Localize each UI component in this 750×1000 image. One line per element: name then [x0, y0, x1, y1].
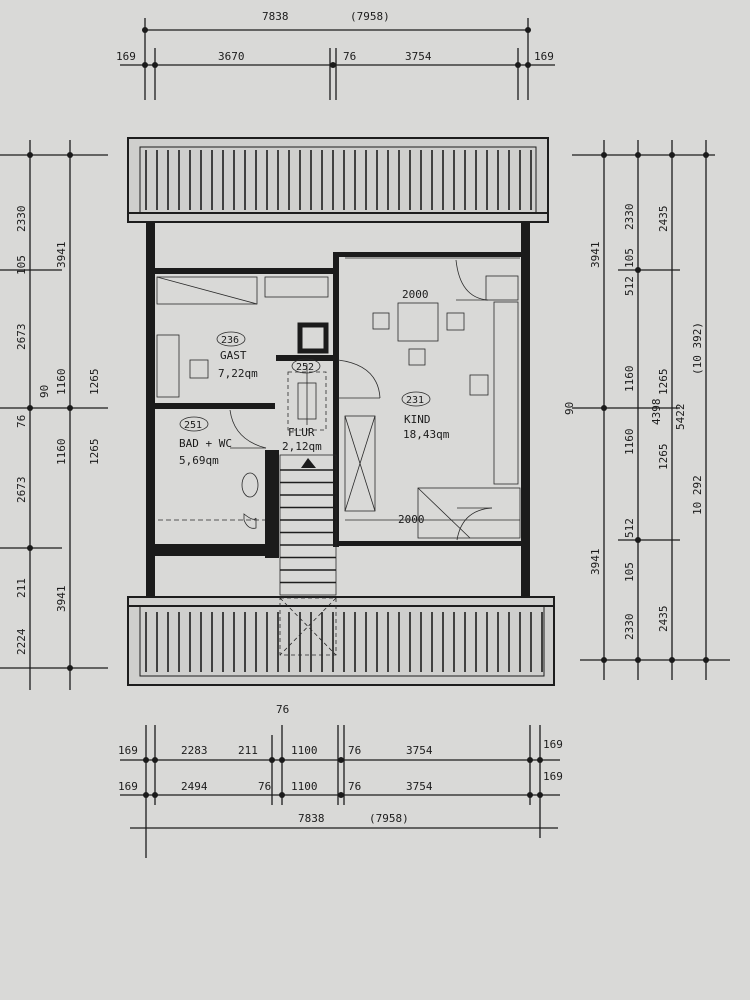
top-left-outer-dim: 169 — [116, 50, 136, 63]
left-dimension-chain: 2330 105 2673 90 76 2673 211 2224 3941 1… — [0, 140, 108, 690]
bottom-r1-right-outer-dim: 169 — [543, 738, 563, 751]
left-dim-c2: 1265 — [88, 439, 101, 466]
room-flur: 252 FLUR 2,12qm — [282, 358, 322, 453]
left-dim-a1: 2330 — [15, 206, 28, 233]
right-dim-b4: 1160 — [623, 366, 636, 393]
right-dim-b2: 105 — [623, 248, 636, 268]
bottom-r2-c-dim: 1100 — [291, 780, 318, 793]
room-kind-area: 18,43qm — [403, 428, 450, 441]
right-dim-e1: (10 392) — [691, 322, 704, 375]
right-dim-b7: 105 — [623, 562, 636, 582]
right-dim-a3: 3941 — [589, 549, 602, 576]
right-dimension-chain: 3941 90 3941 2330 105 512 1160 1160 512 … — [563, 140, 730, 680]
room-kind-name: KIND — [404, 413, 431, 426]
bottom-total-alt-dim: (7958) — [369, 812, 409, 825]
room-bad-name: BAD + WC — [179, 437, 232, 450]
bottom-r1-c-dim: 1100 — [291, 744, 318, 757]
bottom-r2-right-outer-dim: 169 — [543, 770, 563, 783]
right-dim-c2: 1265 — [657, 369, 670, 396]
right-dim-a1: 3941 — [589, 242, 602, 269]
room-flur-number: 252 — [296, 362, 314, 373]
right-dim-b3: 512 — [623, 276, 636, 296]
top-total-dim: 7838 — [262, 10, 289, 23]
bed-length-label-top: 2000 — [402, 288, 429, 301]
bottom-r2-e-dim: 3754 — [406, 780, 433, 793]
walls — [146, 222, 530, 598]
left-dim-a7: 211 — [15, 578, 28, 598]
left-dim-a2: 105 — [15, 255, 28, 275]
left-dim-c1: 1265 — [88, 369, 101, 396]
left-dim-a3: 2673 — [15, 324, 28, 351]
room-gast-number: 236 — [221, 335, 239, 346]
left-dim-b3: 1160 — [55, 439, 68, 466]
left-dim-b4: 3941 — [55, 586, 68, 613]
right-dim-c5: 2435 — [657, 606, 670, 633]
room-bad-number: 251 — [184, 420, 202, 431]
bottom-dimension-chain: 76 169 2283 211 1100 76 3754 169 169 249… — [118, 703, 563, 858]
bottom-r2-left-outer-dim: 169 — [118, 780, 138, 793]
top-dimension-chain: 7838 (7958) 169 3670 76 3754 169 — [116, 10, 555, 100]
bottom-r1-a-dim: 2283 — [181, 744, 208, 757]
right-dim-b6: 512 — [623, 518, 636, 538]
bottom-r2-a-dim: 2494 — [181, 780, 208, 793]
right-dim-d1: 5422 — [674, 404, 687, 431]
room-bad-area: 5,69qm — [179, 454, 219, 467]
bottom-r1-b-dim: 211 — [238, 744, 258, 757]
left-dim-b1: 3941 — [55, 242, 68, 269]
bottom-r2-d-dim: 76 — [348, 780, 361, 793]
right-dim-c3: 4398 — [650, 399, 663, 426]
room-gast: 236 GAST 7,22qm — [216, 331, 258, 380]
staircase — [279, 454, 337, 656]
right-dim-a2: 90 — [563, 402, 576, 415]
flur-fixtures — [287, 364, 327, 431]
roof-top — [127, 137, 549, 223]
room-gast-area: 7,22qm — [218, 367, 258, 380]
bath-fixtures — [158, 472, 265, 529]
room-kind: 231 KIND 18,43qm — [401, 391, 450, 441]
left-dim-a6: 2673 — [15, 477, 28, 504]
kind-furniture — [344, 257, 521, 539]
room-flur-area: 2,12qm — [282, 440, 322, 453]
right-dim-c1: 2435 — [657, 206, 670, 233]
bottom-r1-e-dim: 3754 — [406, 744, 433, 757]
top-total-alt-dim: (7958) — [350, 10, 390, 23]
bottom-mid-top-dim: 76 — [276, 703, 289, 716]
right-dim-b1: 2330 — [623, 204, 636, 231]
top-right-outer-dim: 169 — [534, 50, 554, 63]
right-dim-c4: 1265 — [657, 444, 670, 471]
room-bad: 251 BAD + WC 5,69qm — [179, 416, 232, 467]
bed-length-label-bottom: 2000 — [398, 513, 425, 526]
left-dim-a4: 90 — [38, 385, 51, 398]
left-dim-b2: 1160 — [55, 369, 68, 396]
top-mid-dim: 76 — [343, 50, 356, 63]
left-dim-a8: 2224 — [15, 628, 28, 655]
doors — [229, 259, 493, 541]
room-kind-number: 231 — [406, 395, 424, 406]
bottom-total-dim: 7838 — [298, 812, 325, 825]
bottom-r1-d-dim: 76 — [348, 744, 361, 757]
bottom-r2-b-dim: 76 — [258, 780, 271, 793]
left-dim-a5: 76 — [15, 415, 28, 428]
room-flur-name: FLUR — [288, 426, 315, 439]
room-gast-name: GAST — [220, 349, 247, 362]
roof-bottom — [127, 596, 555, 686]
bottom-r1-left-outer-dim: 169 — [118, 744, 138, 757]
right-dim-b8: 2330 — [623, 614, 636, 641]
top-right-segment-dim: 3754 — [405, 50, 432, 63]
gast-furniture — [156, 276, 329, 398]
right-dim-b5: 1160 — [623, 429, 636, 456]
top-left-segment-dim: 3670 — [218, 50, 245, 63]
right-dim-e2: 10 292 — [691, 475, 704, 515]
